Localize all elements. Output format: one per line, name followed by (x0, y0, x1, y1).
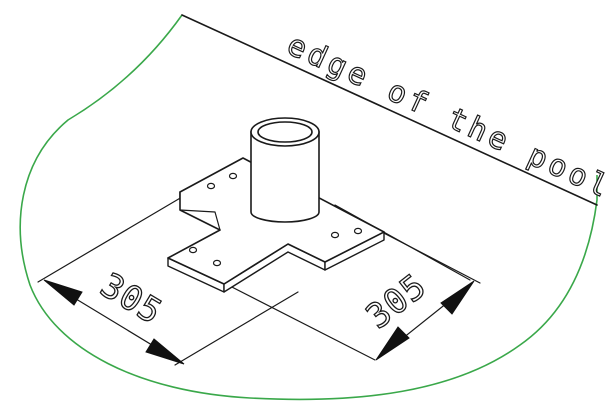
post-tube-body (250, 131, 320, 223)
dimension-label-left: 305 (93, 265, 169, 332)
extension-line-left (37, 196, 183, 283)
bolt-hole-3 (188, 246, 198, 254)
extension-line-bottom (174, 291, 299, 366)
deck-area-boundary (19, 14, 598, 401)
extension-line-bottom-right (223, 282, 376, 361)
bolt-hole-6 (353, 227, 363, 235)
post-tube-rim-inner (257, 121, 313, 143)
arrowhead-left-start (43, 279, 83, 306)
arrowhead-right-end (440, 280, 475, 315)
dimension-label-right: 305 (359, 266, 434, 337)
arrowhead-right-start (375, 326, 410, 361)
bolt-hole-5 (330, 231, 340, 239)
pool-edge-line (181, 14, 598, 206)
bolt-hole-1 (206, 182, 216, 190)
bolt-hole-4 (212, 259, 222, 267)
arrowhead-left-end (145, 338, 185, 365)
bolt-hole-2 (228, 172, 238, 180)
base-plate-notch (179, 209, 221, 231)
pool-edge-label: edge of the pool (282, 27, 605, 206)
post-tube (250, 117, 320, 223)
